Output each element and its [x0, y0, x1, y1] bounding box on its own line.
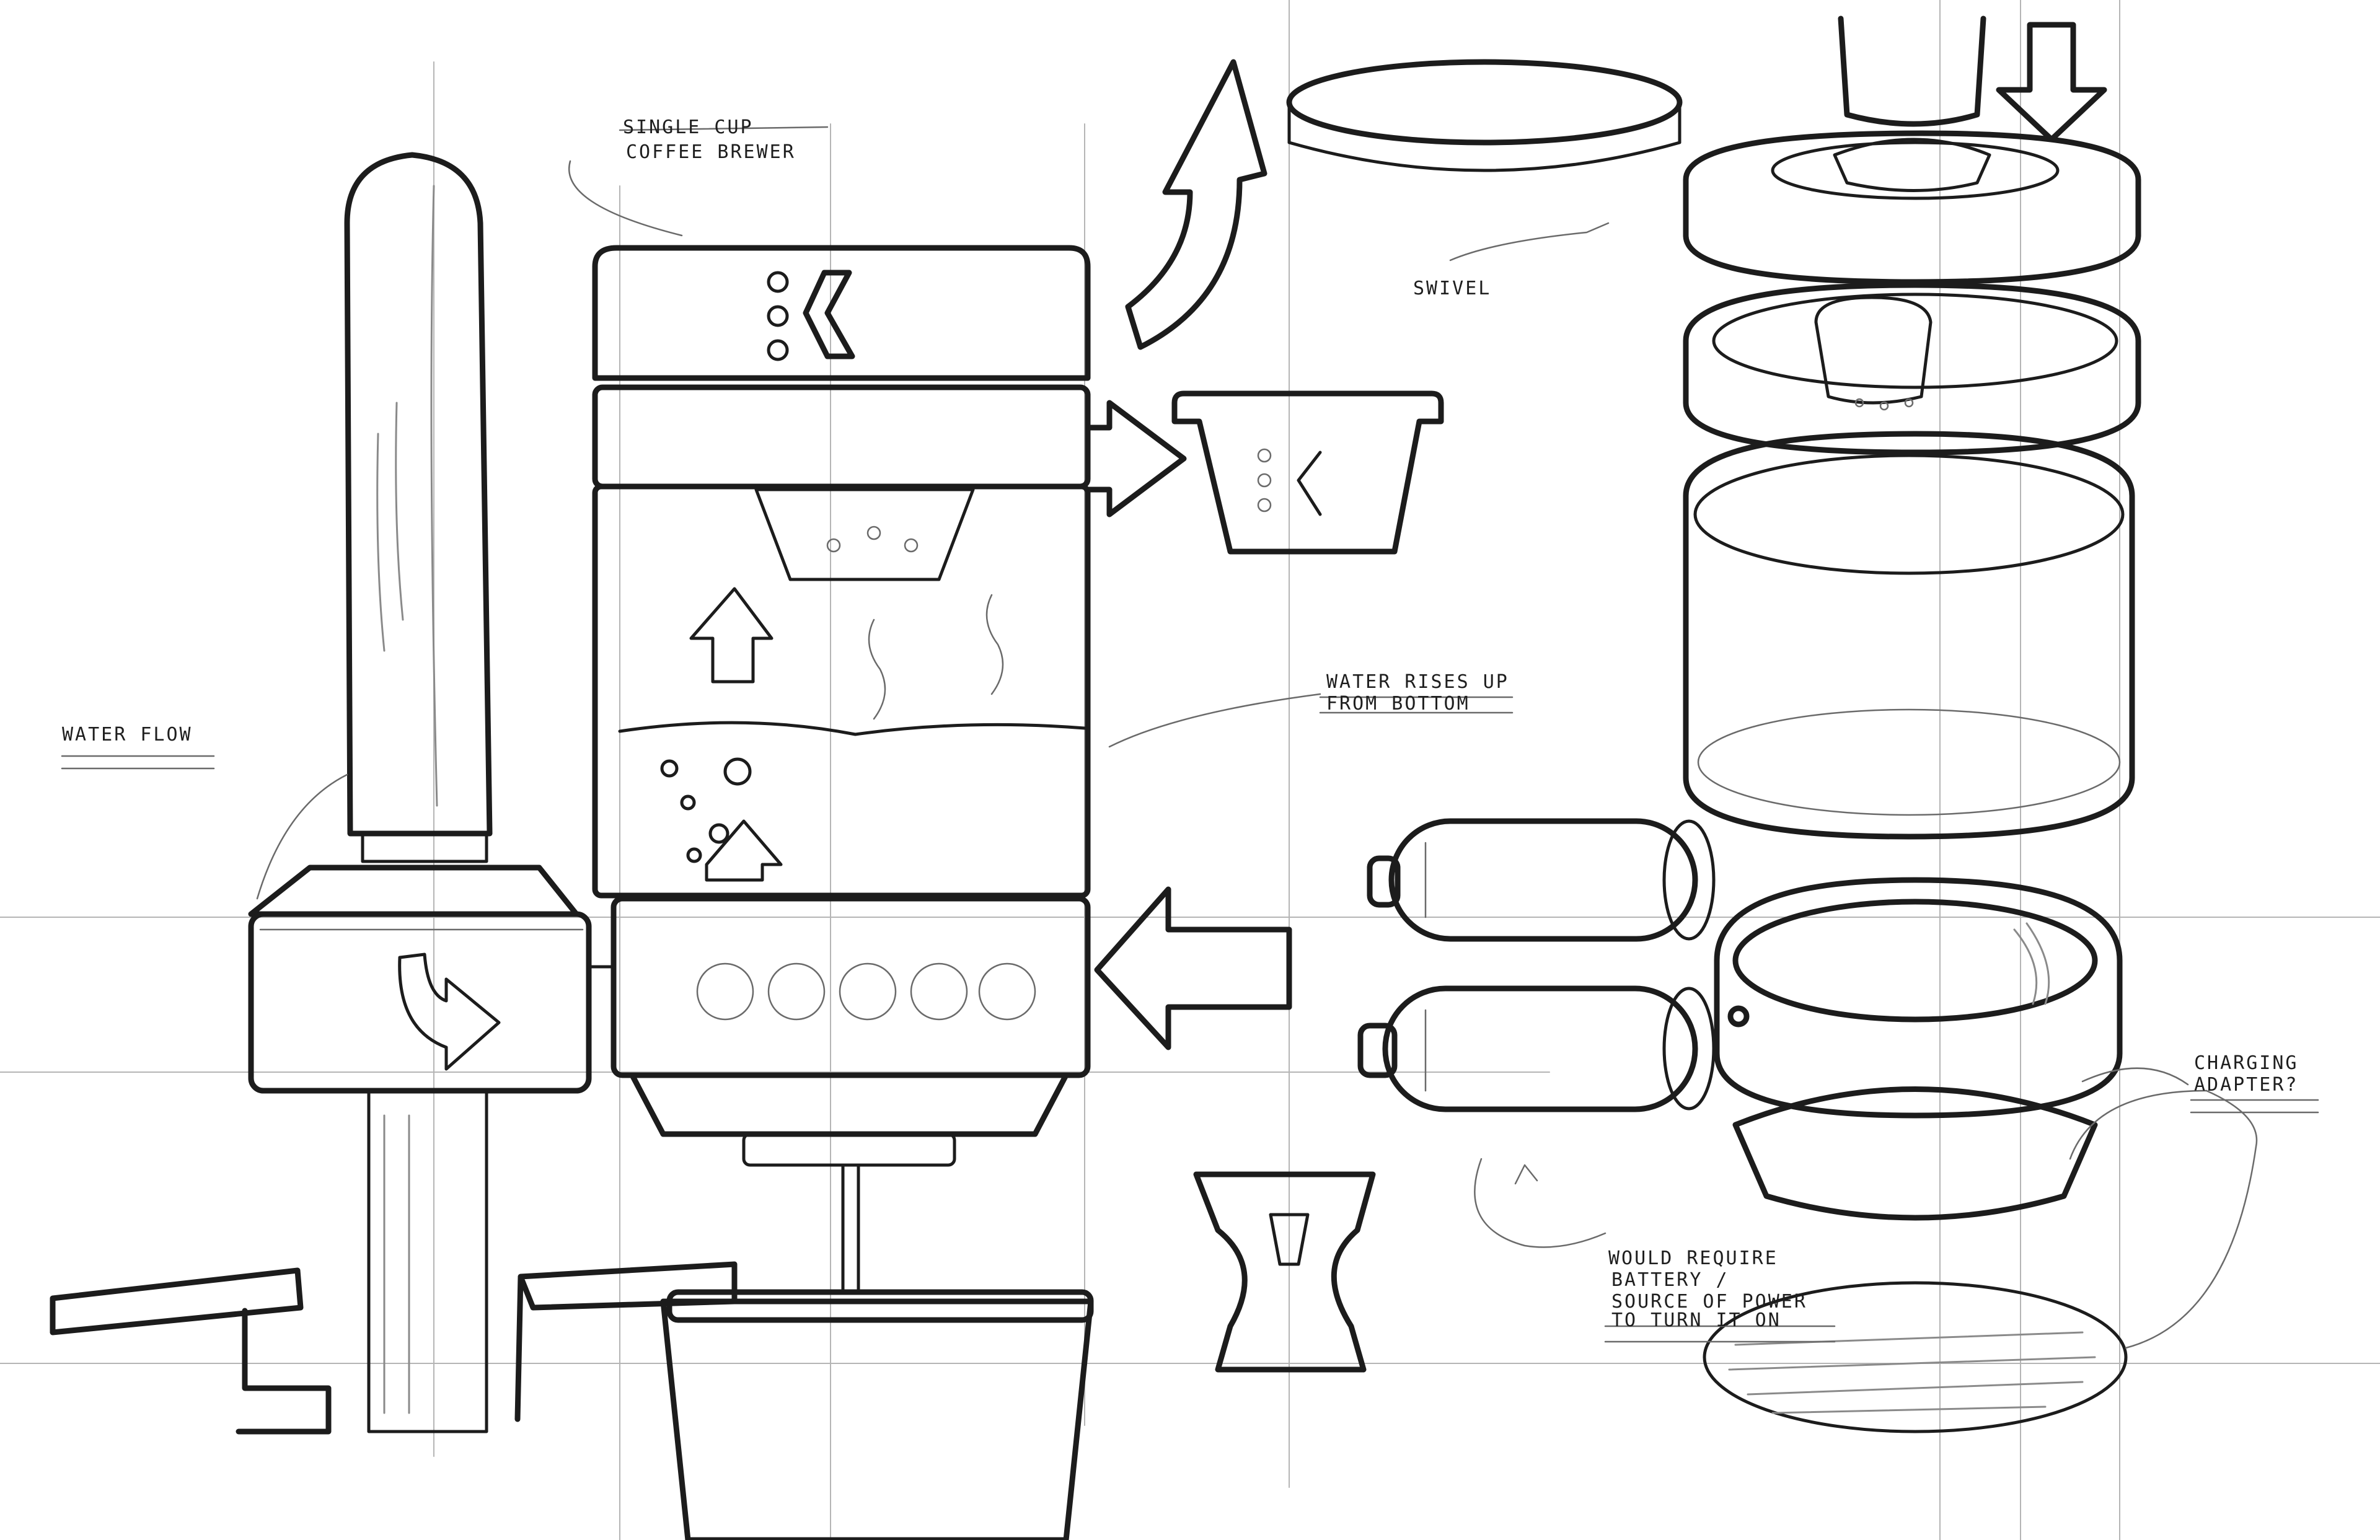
spout-collar	[361, 832, 488, 863]
input-arrow-icon	[1094, 886, 1292, 1050]
internal-filter-cup	[754, 488, 975, 581]
note-swivel: SWIVEL	[1413, 278, 1491, 299]
brewer-filter-ring	[592, 384, 1091, 490]
brewer-spout	[742, 1132, 956, 1167]
rising-water-arrow-icon	[705, 819, 783, 882]
canister-swivel-cap	[1683, 130, 2141, 285]
coffee-stream	[841, 1163, 860, 1291]
coffee-mug	[660, 1289, 1094, 1540]
note-title-line2: COFFEE BREWER	[626, 141, 796, 163]
water-level-line	[618, 721, 1086, 736]
brewer-water-chamber	[592, 483, 1091, 899]
battery-terminal-bottom	[1357, 1023, 1398, 1078]
canister-water-tank	[1683, 431, 2135, 840]
exploded-pod-parts	[1125, 59, 1683, 1373]
rotate-arrow-icon	[1125, 59, 1267, 350]
note-charging-line2: ADAPTER?	[2194, 1074, 2299, 1096]
battery-terminal-top	[1367, 855, 1401, 908]
note-water-flow: WATER FLOW	[62, 724, 193, 746]
canister-pod-top	[1838, 15, 1986, 127]
faucet-valve-body	[248, 911, 592, 1094]
mug-rim	[666, 1289, 1094, 1323]
handwritten-notes: SINGLE CUP COFFEE BREWER SWIVEL WATER FL…	[62, 117, 2299, 1331]
callout-leaders	[61, 126, 2319, 1349]
pod-lid-disc	[1286, 59, 1683, 146]
canister-charging-pad	[1703, 1281, 2128, 1433]
canister-heater-ring	[1714, 877, 2123, 1119]
note-water-rises-line1: WATER RISES UP	[1326, 671, 1509, 693]
note-charging-line1: CHARGING	[2194, 1052, 2299, 1074]
faucet-spout	[344, 152, 493, 837]
battery-bottom	[1382, 985, 1698, 1112]
stacked-canister	[1683, 15, 2141, 1433]
charging-port	[1727, 1005, 1750, 1027]
sink-handle-left	[50, 1267, 332, 1435]
battery-top	[1388, 818, 1698, 942]
faucet-stem	[367, 1089, 488, 1433]
steam-arrow-icon	[689, 587, 774, 684]
note-water-rises-line2: FROM BOTTOM	[1326, 693, 1470, 715]
coffee-pod	[1171, 390, 1444, 555]
hourglass-filter	[1193, 1171, 1376, 1373]
note-battery-line2: BATTERY /	[1611, 1269, 1729, 1291]
down-arrow-icon	[1996, 22, 2107, 143]
sink-handle-right	[514, 1261, 738, 1422]
note-battery-line3: SOURCE OF POWER	[1611, 1291, 1807, 1313]
note-title-line1: SINGLE CUP	[623, 117, 754, 138]
canister-base-dish	[1732, 1086, 2098, 1221]
faucet-swivel-base	[248, 865, 580, 917]
output-arrow-icon	[1085, 400, 1187, 517]
brewer-heating-base	[610, 895, 1091, 1078]
coffee-brewer-body	[587, 245, 1292, 1291]
water-flow-arrow-icon	[398, 953, 501, 1071]
brewer-bottom-cone	[629, 1072, 1069, 1137]
battery-cells	[1357, 818, 1716, 1112]
note-battery-line4: TO TURN IT ON	[1611, 1309, 1781, 1331]
note-battery-line1: WOULD REQUIRE	[1608, 1247, 1778, 1269]
faucet-assembly	[50, 152, 738, 1435]
brewer-lid	[592, 245, 1091, 381]
canister-filter-ring	[1683, 282, 2141, 455]
